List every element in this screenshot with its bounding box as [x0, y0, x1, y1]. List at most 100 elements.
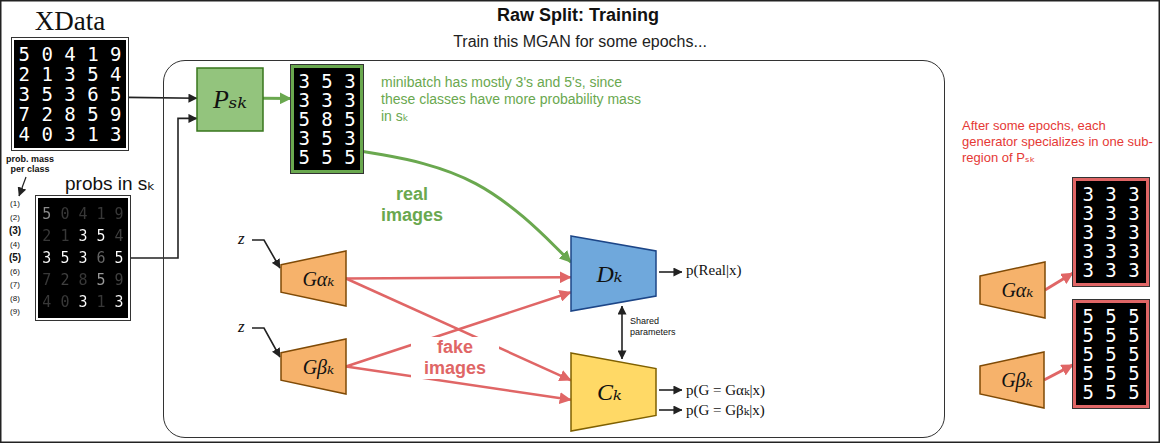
output-arrow: [659, 389, 682, 391]
digit-row: 3 5 3: [298, 129, 355, 148]
minibatch-note: minibatch has mostly 3's and 5's, since …: [381, 74, 653, 125]
output-formula: p(G = Gβₖ|x): [686, 401, 765, 419]
noise-symbol: z: [238, 229, 245, 249]
digit-row: 4 0 3 1 3: [19, 124, 122, 144]
shape-fill: [571, 353, 656, 431]
digit-row: 3 5 3 6 5: [42, 247, 123, 269]
class-number: (3): [9, 226, 21, 236]
digit-row: 2 1 3 5 4: [19, 64, 122, 84]
classifier-trapezoid: Cₖ: [571, 353, 656, 431]
class-number: (4): [10, 240, 20, 250]
digit-row: 4 0 3 1 3: [42, 291, 123, 313]
generator-trapezoid: Gβₖ: [281, 339, 346, 394]
shape-fill: [980, 352, 1044, 408]
class-number: (6): [10, 267, 20, 277]
shape-label: Gαₖ: [1001, 278, 1033, 302]
shape-fill: [281, 339, 346, 394]
class-number: (2): [10, 213, 20, 223]
class-probability-grid: probs in sₖ5 0 4 1 92 1 3 5 43 5 3 6 57 …: [36, 196, 130, 320]
shape-fill: [980, 262, 1045, 318]
noise-symbol: z: [238, 317, 245, 337]
digit-row: 3 3 3: [1082, 242, 1139, 261]
minibatch-grid: 3 5 33 3 35 8 53 5 35 5 5: [291, 65, 363, 173]
real-image-arrow: [363, 151, 571, 262]
class-number: (9): [10, 307, 20, 317]
digit-row: 3 5 3 6 5: [19, 84, 122, 104]
class-number: (8): [10, 294, 20, 304]
probability-heading: probs in sₖ: [65, 173, 155, 195]
shape-label: Gβₖ: [303, 355, 335, 379]
generation-arrow: [1045, 273, 1073, 290]
dataset-heading: XData: [35, 6, 105, 37]
text-holder: Gβₖ: [985, 352, 1049, 408]
shape-label: Dₖ: [596, 260, 622, 288]
digit-rows: 5 0 4 1 92 1 3 5 43 5 3 6 57 2 8 5 94 0 …: [14, 40, 126, 148]
sampling-arrow: [263, 97, 291, 100]
class-number: (7): [10, 280, 20, 290]
generator-trapezoid: Gαₖ: [281, 251, 346, 306]
digit-row: 3 3 3: [1082, 185, 1139, 204]
diagram-title: Raw Split: Training: [497, 5, 659, 26]
digit-row: 7 2 8 5 9: [19, 104, 122, 124]
shape-label: Cₖ: [597, 378, 622, 406]
digit-rows: 3 3 33 3 33 3 33 3 33 3 3: [1076, 181, 1146, 283]
digit-row: 3 3 3: [1082, 261, 1139, 280]
digit-rows: 3 5 33 3 35 8 53 5 35 5 5: [294, 68, 360, 170]
digit-row: 5 5 5: [1082, 345, 1139, 364]
noise-arrow: [252, 240, 280, 268]
shape-label: Pₛₖ: [213, 84, 247, 115]
fake-image-arrow: [346, 277, 571, 278]
class-number: (5): [9, 253, 21, 263]
generation-arrow: [1044, 365, 1073, 380]
dataset-image-grid: XData5 0 4 1 92 1 3 5 43 5 3 6 57 2 8 5 …: [12, 38, 128, 150]
mgan-training-frame: minibatch has mostly 3's and 5's, since …: [163, 60, 945, 438]
generator-trapezoid: Gαₖ: [980, 262, 1045, 318]
digit-row: 5 5 5: [1082, 383, 1139, 402]
text-holder: Dₖ: [567, 236, 652, 311]
axis-note: prob. mass per class: [2, 154, 58, 174]
generated-image-grid: 3 3 33 3 33 3 33 3 33 3 3: [1073, 178, 1149, 286]
shape-fill: [281, 251, 346, 306]
edge-label: fake images: [411, 337, 499, 379]
fake-image-arrow: [346, 279, 571, 381]
text-holder: Gαₖ: [286, 251, 351, 306]
pointer-arrow: [19, 177, 26, 196]
output-formula: p(G = Gαₖ|x): [686, 381, 765, 399]
generator-trapezoid: Gβₖ: [980, 352, 1044, 408]
shape-label: Gβₖ: [1001, 368, 1033, 392]
text-holder: Cₖ: [567, 353, 652, 431]
noise-arrow: [252, 328, 280, 357]
digit-rows: 5 5 55 5 55 5 55 5 55 5 5: [1076, 303, 1146, 405]
digit-row: 5 5 5: [1082, 307, 1139, 326]
shape-fill: [197, 68, 263, 131]
digit-row: 2 1 3 5 4: [42, 225, 123, 247]
output-formula: p(Real|x): [686, 262, 741, 279]
output-arrow: [659, 271, 682, 273]
class-number: (1): [10, 199, 20, 209]
digit-row: 7 2 8 5 9: [42, 269, 123, 291]
sampler-box: Pₛₖ: [197, 68, 263, 131]
output-arrow: [659, 409, 682, 411]
digit-row: 5 8 5: [298, 110, 355, 129]
shape-label: Gαₖ: [302, 267, 334, 291]
digit-row: 5 0 4 1 9: [19, 44, 122, 64]
text-holder: Gαₖ: [985, 262, 1050, 318]
specialization-note: After some epochs, each generator specia…: [962, 118, 1154, 166]
digit-row: 3 3 3: [1082, 204, 1139, 223]
digit-row: 5 0 4 1 9: [42, 203, 123, 225]
text-holder: Pₛₖ: [197, 68, 263, 131]
text-holder: Gβₖ: [286, 339, 351, 394]
edge-label: real images: [368, 184, 456, 226]
discriminator-trapezoid: Dₖ: [571, 236, 656, 311]
digit-row: 5 5 5: [298, 148, 355, 167]
digit-row: 5 5 5: [1082, 326, 1139, 345]
digit-row: 3 3 3: [1082, 223, 1139, 242]
digit-row: 3 3 3: [298, 91, 355, 110]
digit-rows: 5 0 4 1 92 1 3 5 43 5 3 6 57 2 8 5 94 0 …: [38, 198, 128, 318]
generated-image-grid: 5 5 55 5 55 5 55 5 55 5 5: [1073, 300, 1149, 408]
shape-fill: [571, 236, 656, 311]
shared-parameters-note: Shared parameters: [630, 316, 690, 338]
